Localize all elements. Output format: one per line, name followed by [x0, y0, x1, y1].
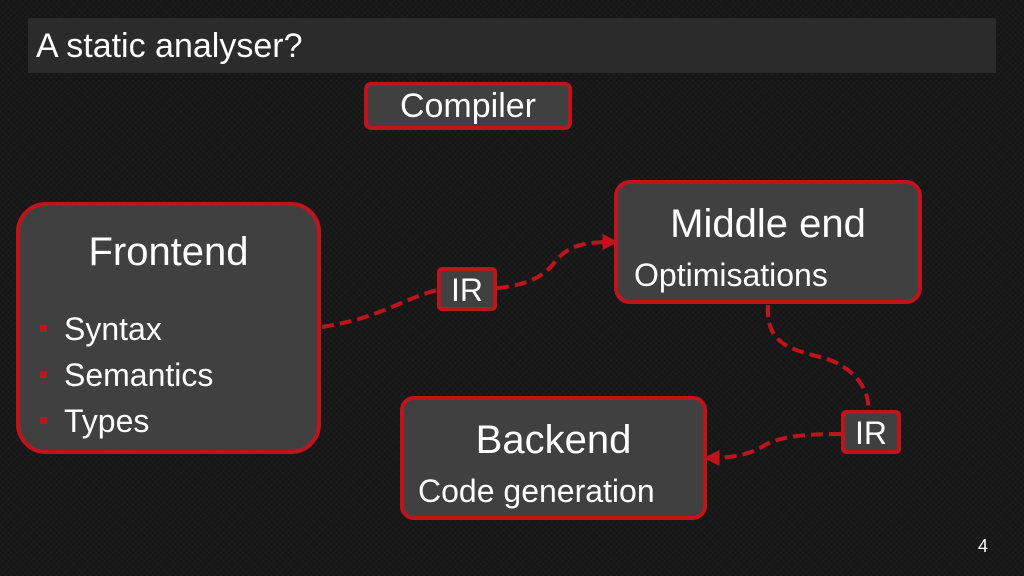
page-number: 4	[977, 536, 988, 556]
edge-middle-to-ir	[765, 304, 871, 411]
bullet-icon	[40, 325, 47, 332]
edge-ir-to-backend	[703, 432, 842, 466]
middle-end-box: Middle end Optimisations	[614, 180, 922, 304]
backend-subtitle: Code generation	[418, 473, 655, 509]
list-item: Types	[40, 398, 213, 444]
backend-heading: Backend	[475, 418, 632, 462]
bullet-icon	[40, 417, 47, 424]
frontend-heading: Frontend	[88, 230, 249, 274]
bullet-icon	[40, 371, 47, 378]
ir-label-2: IR	[841, 410, 901, 454]
middle-end-heading: Middle end	[670, 202, 866, 246]
title-bar: A static analyser?	[28, 18, 996, 73]
compiler-box: Compiler	[364, 82, 572, 130]
slide-title: A static analyser?	[36, 27, 303, 65]
middle-end-subtitle: Optimisations	[634, 257, 828, 293]
frontend-list: Syntax Semantics Types	[40, 306, 213, 444]
list-item: Syntax	[40, 306, 213, 352]
backend-box: Backend Code generation	[400, 396, 707, 520]
frontend-box: Frontend Syntax Semantics Types	[16, 202, 321, 454]
list-item: Semantics	[40, 352, 213, 398]
ir-label-1: IR	[437, 267, 497, 311]
